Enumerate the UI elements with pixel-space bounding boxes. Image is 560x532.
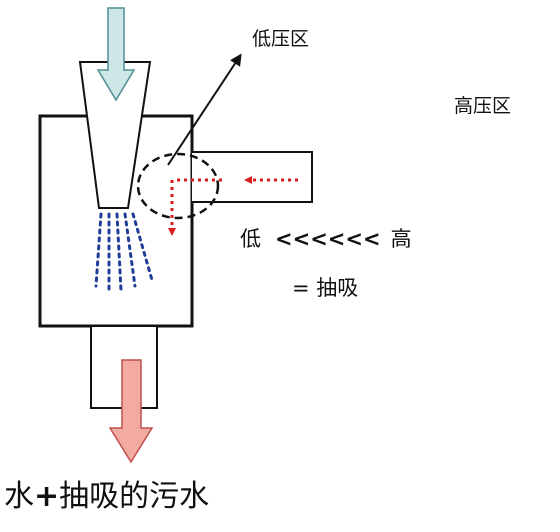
high-label: 高 bbox=[390, 227, 412, 251]
inlet-funnel bbox=[78, 61, 152, 209]
low-pressure-pointer-arrow-icon bbox=[167, 53, 242, 166]
caption: 水+抽吸的污水 bbox=[4, 482, 209, 512]
caption-rest: 抽吸的污水 bbox=[59, 479, 210, 514]
gradient-arrows: <<<<<< bbox=[275, 227, 381, 251]
caption-plus: + bbox=[34, 479, 60, 514]
low-label: 低 bbox=[240, 227, 261, 251]
water-inlet-arrow-icon bbox=[96, 7, 136, 102]
low-pressure-zone-label: 低压区 bbox=[252, 28, 310, 50]
suction-pipe bbox=[192, 151, 313, 203]
water-spray bbox=[94, 212, 154, 292]
wastewater-outlet-arrow-icon bbox=[108, 359, 154, 464]
suction-label: = 抽吸 bbox=[292, 276, 359, 300]
caption-water: 水 bbox=[4, 479, 34, 514]
pressure-gradient-label: 低 <<<<<< 高 bbox=[240, 229, 412, 251]
low-pressure-zone-circle bbox=[136, 152, 220, 220]
high-pressure-zone-label: 高压区 bbox=[454, 95, 512, 117]
air-flow-dotted-arrow-icon bbox=[168, 176, 298, 236]
